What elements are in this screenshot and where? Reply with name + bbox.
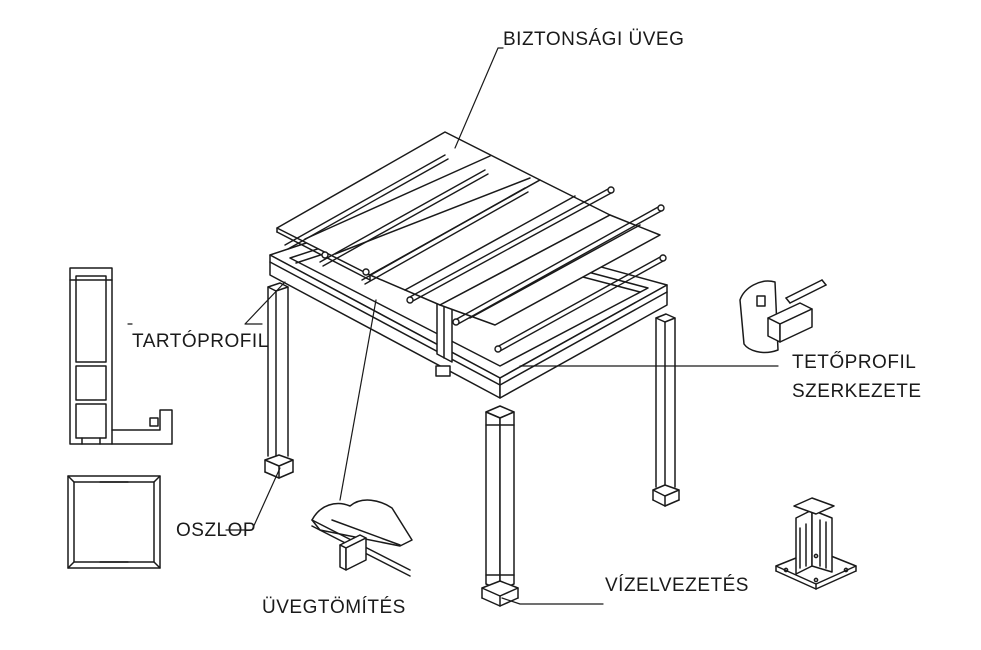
- leader-lines: [127, 47, 779, 605]
- label-roof-profile: TETŐPROFIL: [792, 352, 917, 373]
- post-back-left: [264, 282, 294, 479]
- label-safety-glass: BIZTONSÁGI ÜVEG: [503, 29, 685, 50]
- post-profile-section: [67, 475, 161, 569]
- roof-profile-detail: [739, 279, 827, 354]
- drain-post-detail: [775, 497, 857, 590]
- label-support-profile: TARTÓPROFIL: [132, 331, 269, 352]
- beam-profile-section: [69, 267, 173, 445]
- roof-profiles: [284, 154, 667, 353]
- label-post: OSZLOP: [176, 520, 257, 541]
- label-roof-structure: SZERKEZETE: [792, 381, 922, 402]
- glass-seal-detail: [311, 499, 413, 577]
- post-back-right: [652, 313, 680, 507]
- label-glass-seal: ÜVEGTÖMÍTÉS: [262, 597, 406, 618]
- label-drainage: VÍZELVEZETÉS: [605, 575, 749, 596]
- post-front: [481, 405, 519, 607]
